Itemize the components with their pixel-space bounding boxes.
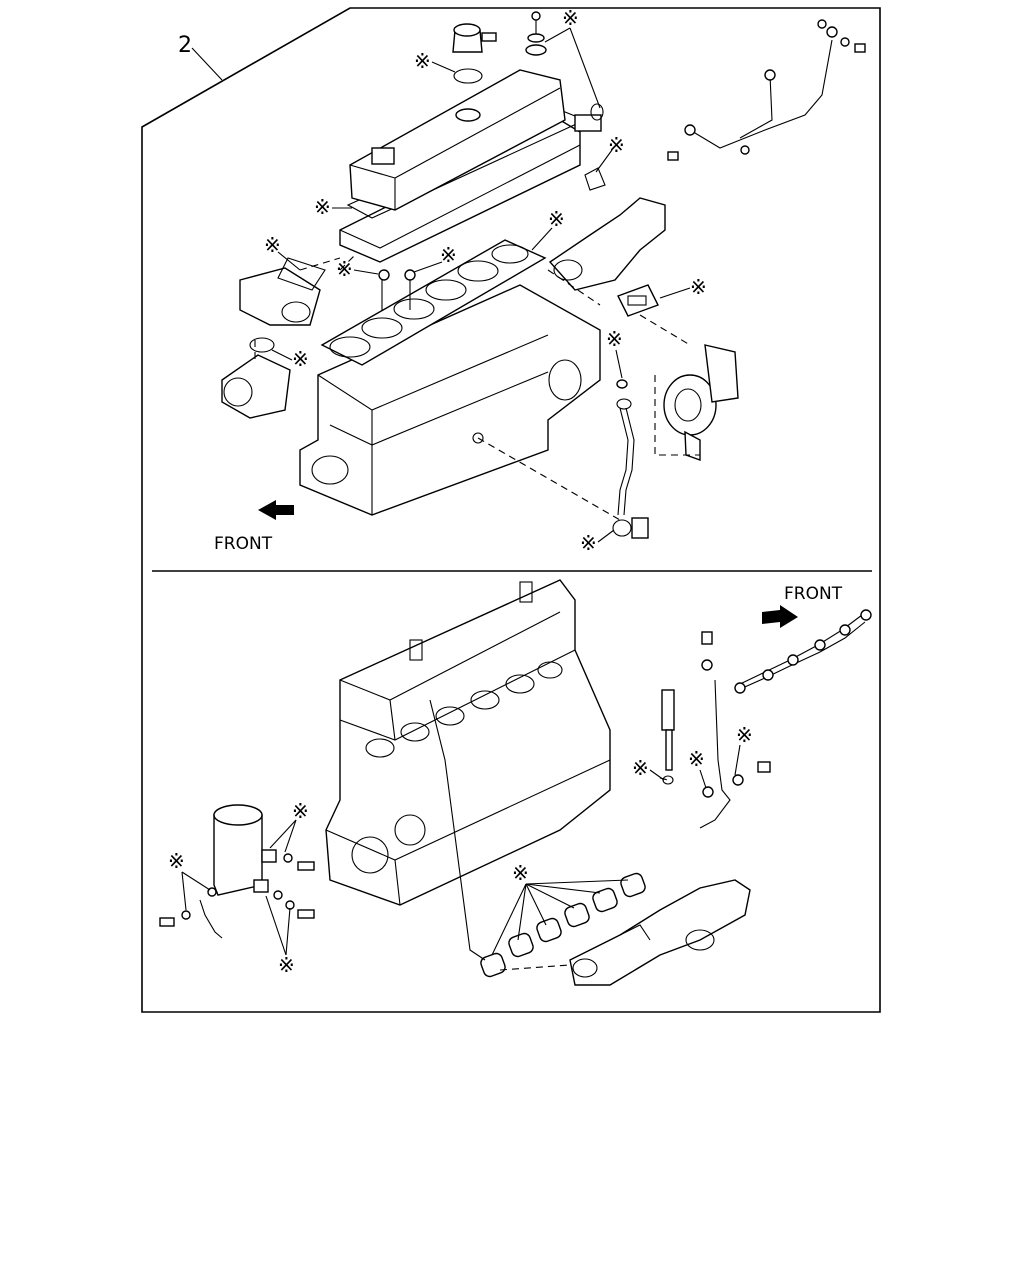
cover-fastener	[525, 11, 547, 56]
breather-cap	[452, 23, 497, 84]
callout-star: ※	[292, 799, 309, 823]
front-label-bottom: FRONT	[784, 584, 843, 604]
callout-star: ※	[688, 747, 705, 771]
fuel-injector	[661, 689, 675, 785]
engine-block	[325, 579, 611, 906]
exhaust-manifold	[548, 197, 666, 291]
callout-star: ※	[606, 327, 623, 351]
callout-star: ※	[608, 133, 625, 157]
oil-filter	[213, 804, 277, 896]
callout-star: ※	[632, 756, 649, 780]
item-number-label: 2	[178, 33, 192, 58]
oil-feed-pipe	[612, 379, 649, 539]
injection-pipes	[699, 609, 872, 829]
callout-star: ※	[580, 531, 597, 555]
top-assembly: ※ ※ ※ ※ ※ ※ ※ ※ ※ ※ ※ ※ FRONT	[214, 6, 866, 555]
callout-star: ※	[278, 953, 295, 977]
item-number-leader	[191, 47, 223, 81]
front-arrow-bottom	[762, 605, 798, 628]
manifold-gasket	[584, 167, 606, 191]
turbocharger	[663, 344, 739, 461]
callout-star: ※	[440, 243, 457, 267]
callout-star: ※	[512, 861, 529, 885]
callout-star: ※	[562, 6, 579, 30]
frame-outline	[141, 7, 881, 1013]
callout-star: ※	[264, 233, 281, 257]
manifold-gaskets	[480, 872, 646, 978]
turbo-gasket	[617, 284, 659, 317]
callout-star: ※	[292, 347, 309, 371]
callout-star: ※	[736, 723, 753, 747]
callout-star: ※	[336, 257, 353, 281]
callout-star: ※	[314, 195, 331, 219]
callout-star: ※	[414, 49, 431, 73]
front-arrow-top	[258, 500, 294, 520]
front-label-top: FRONT	[214, 534, 273, 554]
cylinder-block	[299, 284, 601, 516]
fuel-return-pipe	[667, 19, 866, 161]
rocker-cover	[349, 69, 566, 211]
bottom-exhaust-manifold	[569, 879, 751, 986]
callout-star: ※	[690, 275, 707, 299]
callout-star: ※	[168, 849, 185, 873]
thermostat-housing	[239, 257, 326, 326]
bottom-assembly: ※ ※ ※ ※ ※ ※ ※ FRONT	[159, 579, 872, 986]
head-gasket	[320, 239, 547, 366]
water-pump	[221, 337, 291, 419]
callout-star: ※	[548, 207, 565, 231]
